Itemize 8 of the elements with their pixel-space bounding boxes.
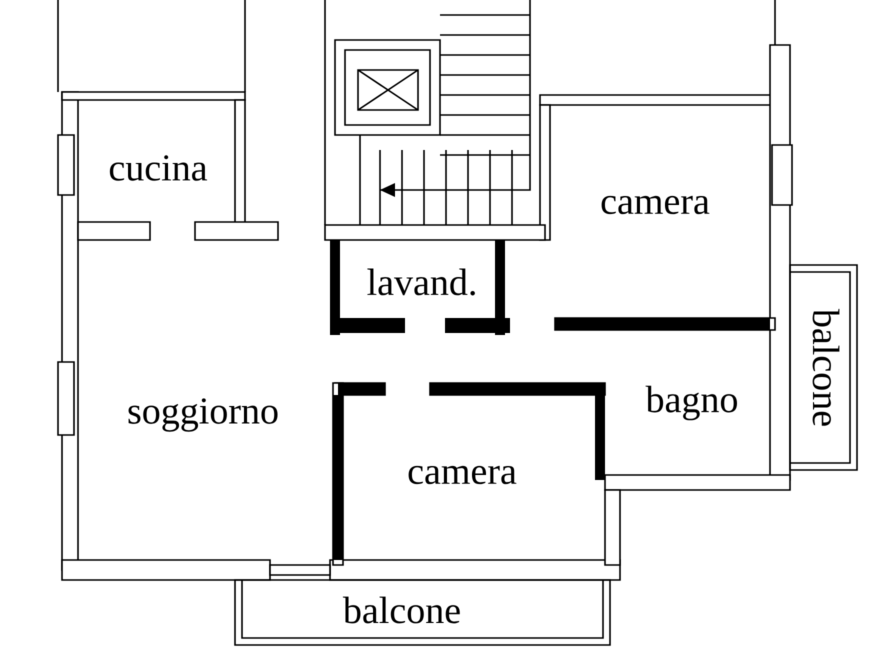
room-label: cucina [110,155,208,181]
room-label: bagno [646,386,737,420]
room-label: balcone [342,596,460,624]
room-label: soggiorno [128,398,278,432]
room-label: camera [602,196,710,214]
room-label: balcone [812,308,840,426]
room-label: lavand. [367,268,475,296]
room-label: camera [408,466,516,484]
